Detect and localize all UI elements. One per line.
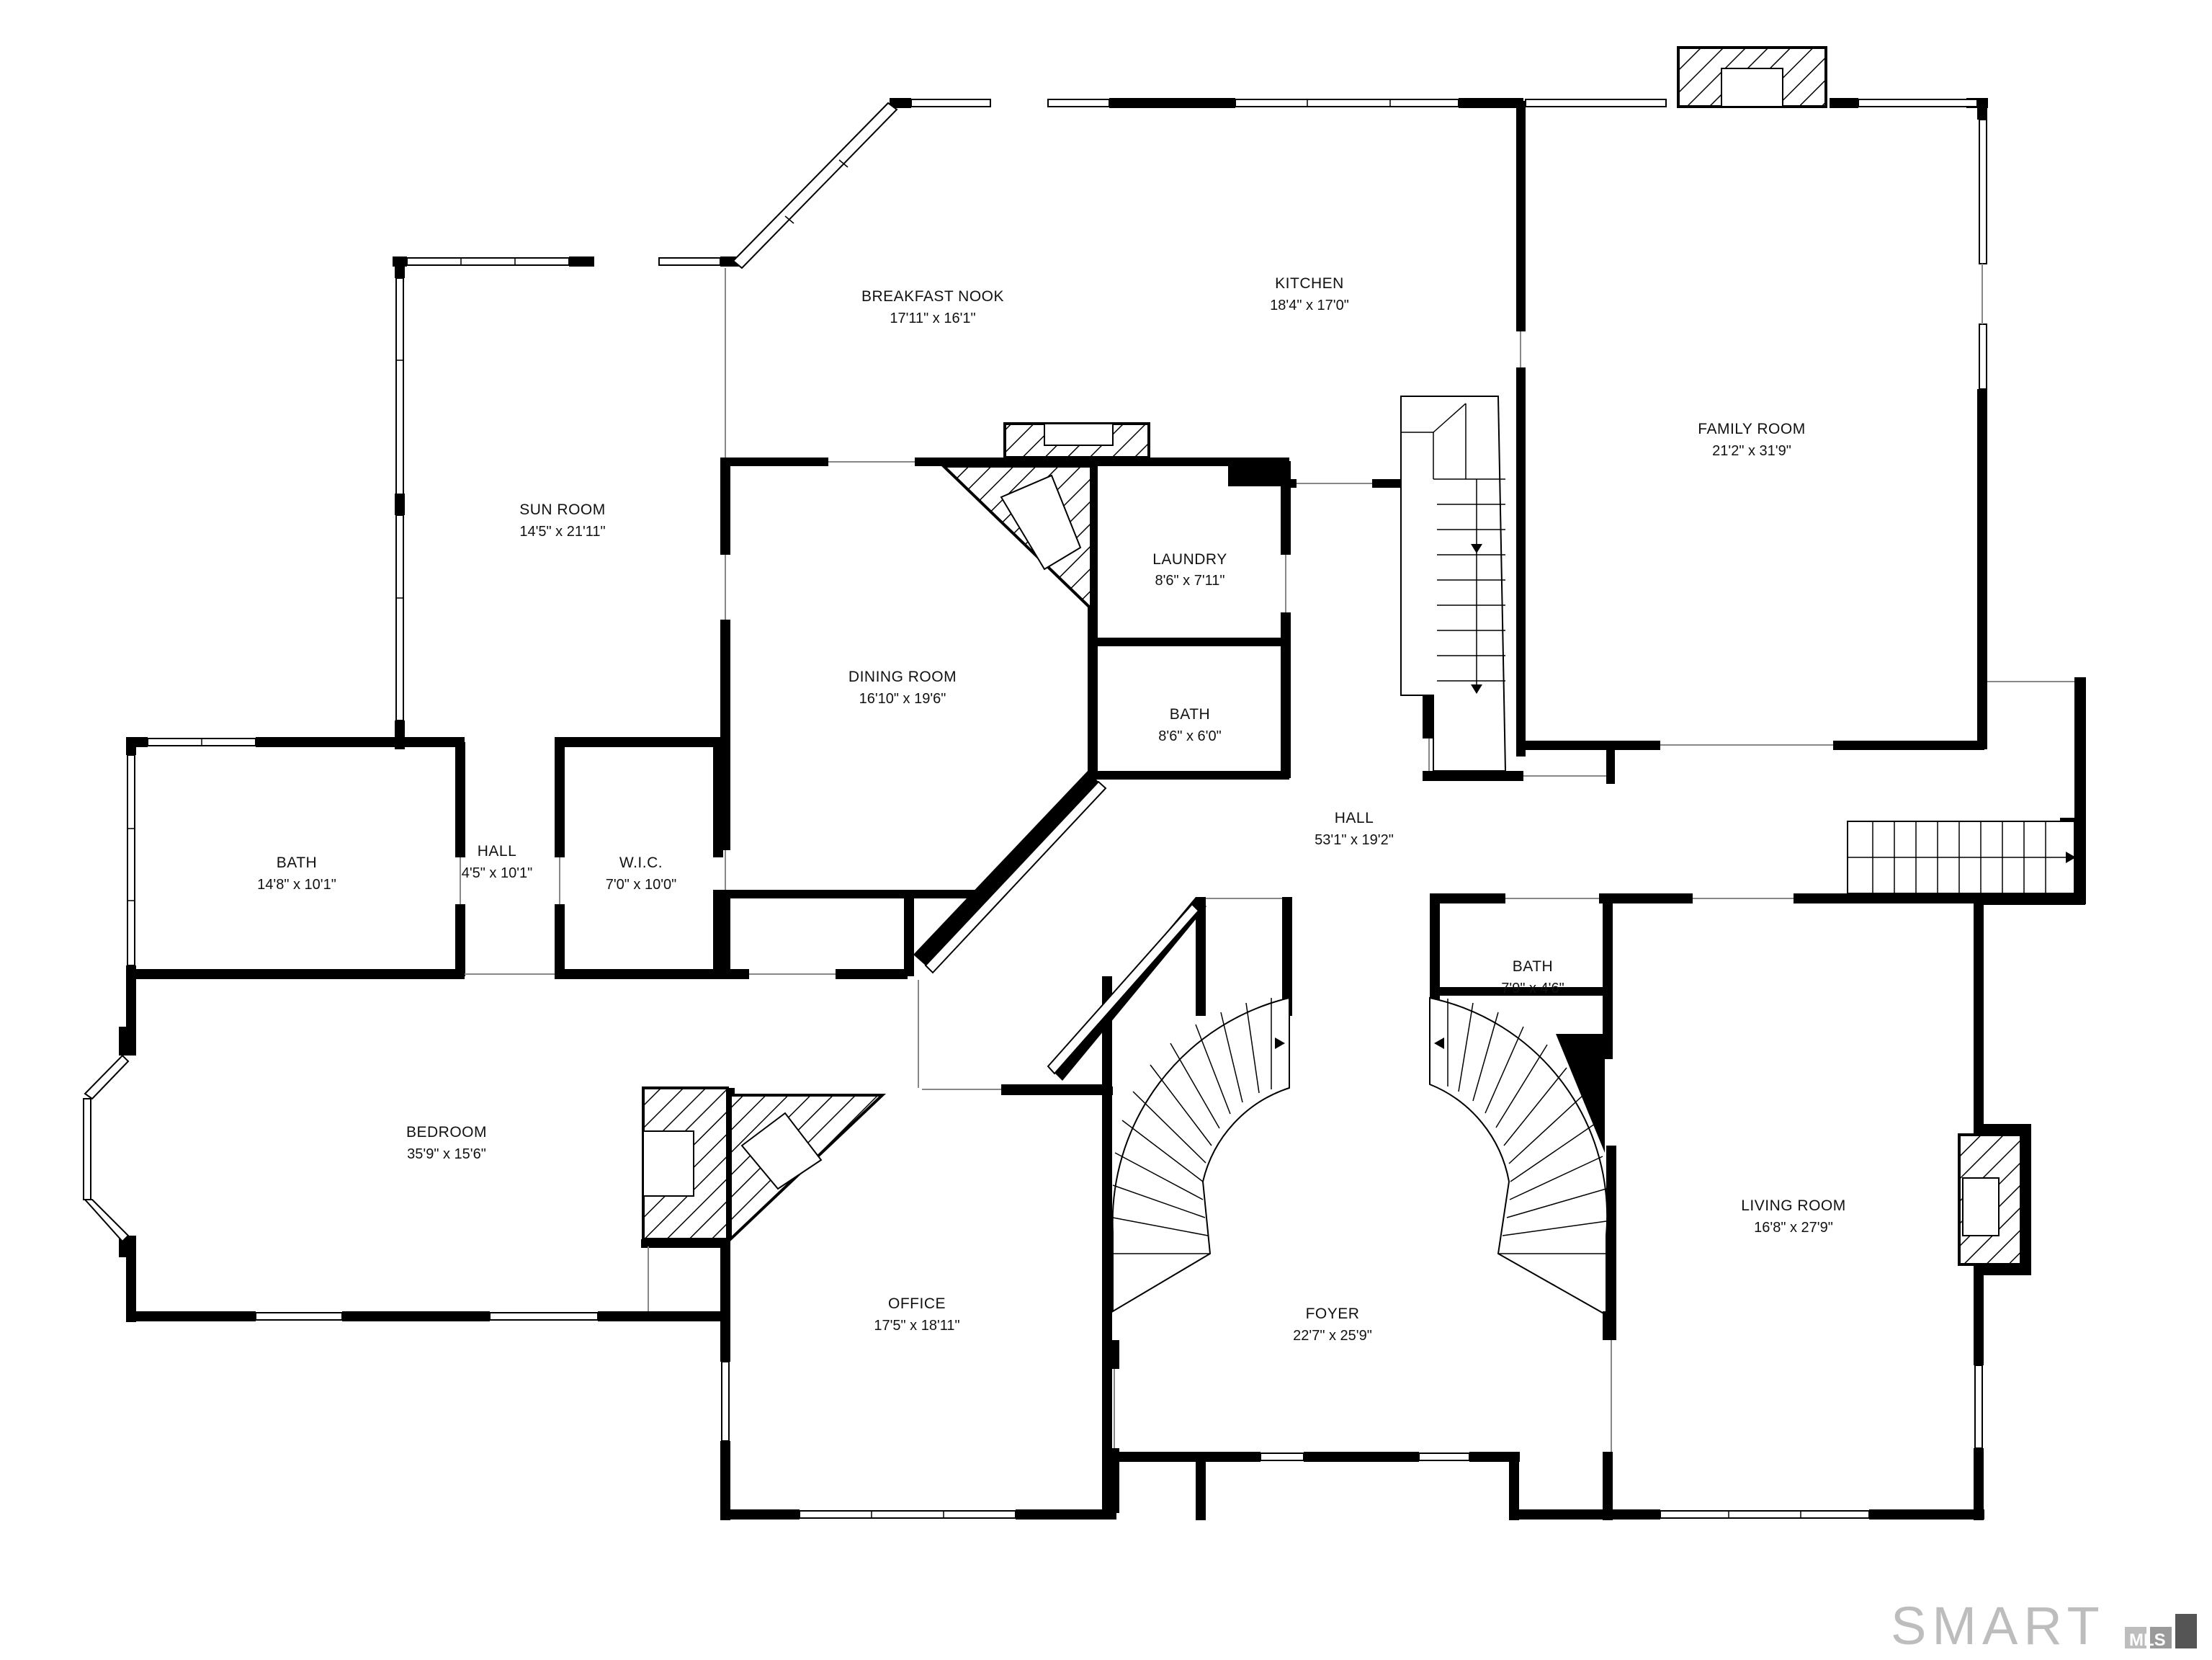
room-name-wic: W.I.C. xyxy=(619,854,663,871)
stair-treads-main xyxy=(1401,403,1505,692)
room-dims-dining-room: 16'10" x 19'6" xyxy=(859,691,946,707)
room-name-living-room: LIVING ROOM xyxy=(1741,1197,1846,1214)
logo-badge-s xyxy=(2175,1614,2197,1648)
room-dims-hall-main: 53'1" x 19'2" xyxy=(1315,832,1394,848)
room-dims-wic: 7'0" x 10'0" xyxy=(606,877,677,893)
room-dims-living-room: 16'8" x 27'9" xyxy=(1754,1220,1833,1236)
stair-treads-east xyxy=(1848,821,2074,893)
openings xyxy=(460,264,2074,1452)
room-name-bath-small: BATH xyxy=(1170,706,1210,723)
room-name-laundry: LAUNDRY xyxy=(1152,551,1227,568)
room-name-bath-west: BATH xyxy=(277,854,317,871)
walls xyxy=(119,98,2086,1520)
stairs xyxy=(1111,396,2076,1316)
room-name-dining-room: DINING ROOM xyxy=(848,669,957,685)
room-dims-hall-west: 4'5" x 10'1" xyxy=(462,865,533,881)
room-dims-bath-west: 14'8" x 10'1" xyxy=(257,877,336,893)
windows xyxy=(83,99,1987,1519)
smart-mls-logo: SMART MLS xyxy=(1891,1596,2197,1656)
room-name-office: OFFICE xyxy=(888,1295,946,1312)
room-name-bath-powder: BATH xyxy=(1513,958,1553,975)
room-name-kitchen: KITCHEN xyxy=(1275,275,1344,292)
room-name-bedroom: BEDROOM xyxy=(406,1124,487,1141)
stair-treads-curve-east xyxy=(1447,999,1607,1254)
logo-badge-text: MLS xyxy=(2129,1630,2166,1650)
room-name-hall-west: HALL xyxy=(478,843,517,860)
room-dims-kitchen: 18'4" x 17'0" xyxy=(1270,298,1349,313)
stair-treads-curve-west xyxy=(1112,998,1272,1254)
room-name-sun-room: SUN ROOM xyxy=(519,501,606,518)
room-dims-breakfast-nook: 17'11" x 16'1" xyxy=(890,311,975,326)
room-name-hall-main: HALL xyxy=(1335,810,1374,826)
room-dims-office: 17'5" x 18'11" xyxy=(874,1318,959,1334)
room-dims-family-room: 21'2" x 31'9" xyxy=(1712,443,1791,459)
logo-badge-m xyxy=(2125,1627,2146,1648)
room-name-foyer: FOYER xyxy=(1306,1306,1360,1322)
logo-text: SMART xyxy=(1891,1596,2105,1656)
fireplaces xyxy=(642,46,2023,1266)
room-name-family-room: FAMILY ROOM xyxy=(1698,421,1805,437)
room-dims-laundry: 8'6" x 7'11" xyxy=(1155,573,1224,589)
room-dims-foyer: 22'7" x 25'9" xyxy=(1293,1328,1372,1344)
room-name-breakfast-nook: BREAKFAST NOOK xyxy=(861,288,1004,305)
room-dims-sun-room: 14'5" x 21'11" xyxy=(519,524,605,540)
room-dims-bedroom: 35'9" x 15'6" xyxy=(407,1146,486,1162)
room-dims-bath-powder: 7'9" x 4'6" xyxy=(1501,981,1564,996)
room-labels: BREAKFAST NOOK 17'11" x 16'1" KITCHEN 18… xyxy=(257,275,1846,1344)
room-dims-bath-small: 8'6" x 6'0" xyxy=(1158,728,1221,744)
logo-badge-l xyxy=(2150,1627,2172,1648)
